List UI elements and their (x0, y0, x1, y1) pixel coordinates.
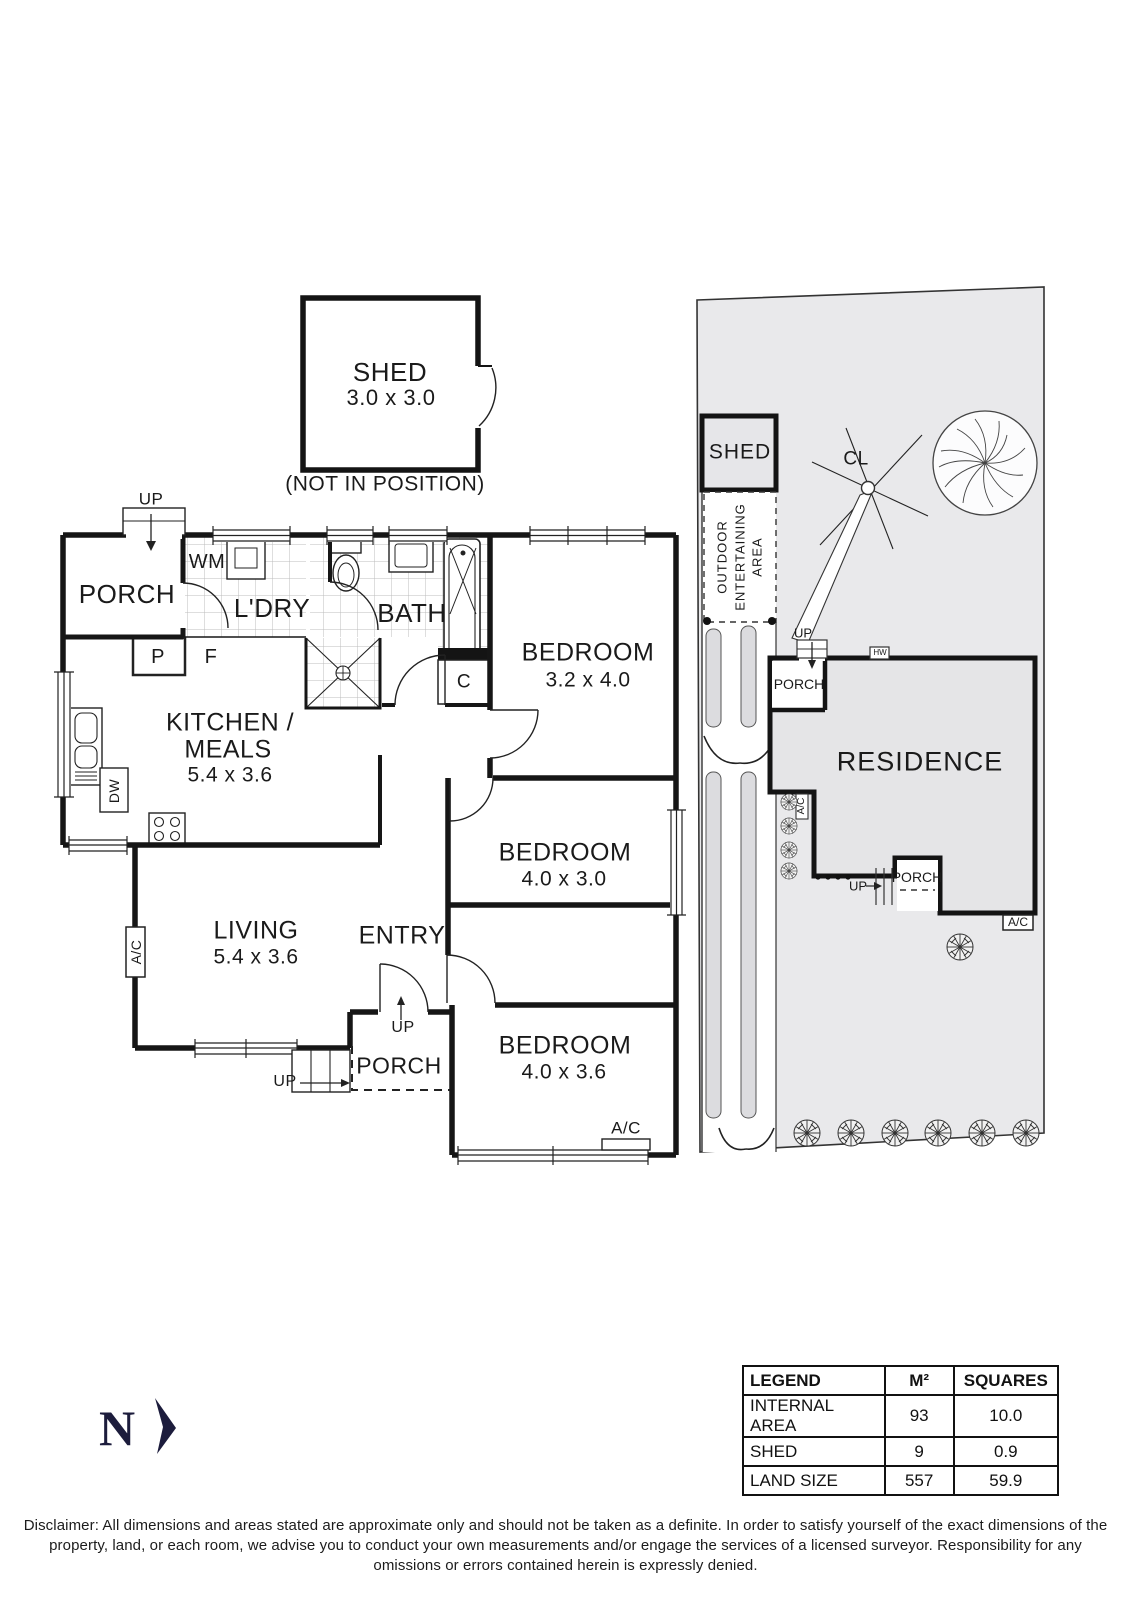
ac-living-label: A/C (128, 939, 144, 965)
room-bedroom3-dims: 4.0 x 3.6 (521, 1060, 607, 1084)
room-bath: BATH (377, 598, 447, 628)
doors (182, 581, 539, 1013)
room-bedroom1-dims: 3.2 x 4.0 (545, 668, 631, 692)
site-shed-label: SHED (708, 440, 772, 464)
tree-icon (946, 933, 974, 961)
room-bedroom1: BEDROOM (521, 638, 655, 667)
row-label: INTERNAL AREA (742, 1394, 886, 1438)
floor-plan (54, 295, 686, 1165)
pantry (131, 636, 187, 677)
room-porch-top: PORCH (78, 579, 176, 609)
ac-rear-label: A/C (1007, 915, 1029, 929)
stove-icon (148, 812, 186, 845)
residence-up-top-label: UP (793, 625, 813, 641)
washing-machine-label: WM (188, 551, 226, 573)
linen-closet (437, 659, 491, 705)
ac-bedroom3-label: A/C (611, 1118, 641, 1138)
legend-header: LEGEND (742, 1365, 886, 1396)
row-m2: 93 (883, 1394, 955, 1438)
clothesline-label: CL (843, 448, 869, 470)
windows (54, 526, 686, 1165)
outdoor-area-line2: ENTERTAINING (732, 503, 748, 611)
row-label: LAND SIZE (742, 1465, 886, 1496)
up-label-steps: UP (273, 1073, 297, 1090)
ac-unit-bedroom3 (601, 1138, 651, 1151)
row-m2: 9 (883, 1436, 955, 1467)
hot-water-unit (869, 646, 890, 660)
kitchen-sink-icon (69, 707, 103, 786)
outdoor-area-line1: OUTDOOR (714, 520, 730, 594)
shed-dims: 3.0 x 3.0 (346, 385, 436, 410)
m2-header: M² (883, 1365, 955, 1396)
ac-unit-living (125, 926, 146, 978)
room-kitchen-line2: MEALS (184, 735, 272, 764)
up-label-top: UP (138, 489, 164, 509)
residence-porch-top (772, 661, 825, 710)
row-label: SHED (742, 1436, 886, 1467)
shed-note: (NOT IN POSITION) (285, 472, 485, 496)
outdoor-area-label: OUTDOOR ENTERTAINING AREA (714, 503, 767, 611)
residence-up-bottom-label: UP (848, 878, 868, 894)
room-bedroom2-dims: 4.0 x 3.0 (521, 867, 607, 891)
residence-outline (767, 655, 1038, 916)
residence-label: RESIDENCE (836, 746, 1004, 777)
porch-bottom-outline (291, 996, 450, 1093)
room-bedroom3: BEDROOM (498, 1031, 632, 1060)
room-bedroom2: BEDROOM (498, 838, 632, 867)
dishwasher-label: DW (106, 778, 122, 804)
legend-table: LEGEND M² SQUARES INTERNAL AREA 93 10.0 … (742, 1365, 1060, 1496)
outdoor-area-line3: AREA (749, 537, 765, 577)
pantry-label: P (151, 646, 165, 668)
residence-porch-top-label: PORCH (773, 676, 825, 692)
room-kitchen-line1: KITCHEN / (165, 708, 295, 737)
toilet-icon (330, 538, 362, 592)
site-shed (699, 413, 779, 493)
legend-row-shed: SHED 9 0.9 (742, 1436, 1060, 1467)
room-entry: ENTRY (358, 921, 446, 950)
outdoor-entertaining-area (703, 491, 777, 623)
fridge-label: F (204, 646, 218, 668)
legend-header-row: LEGEND M² SQUARES (742, 1365, 1060, 1396)
row-squares: 10.0 (952, 1394, 1060, 1438)
tree-icon (932, 410, 1038, 516)
squares-header: SQUARES (952, 1365, 1060, 1396)
bathtub-icon (443, 538, 481, 673)
driveway-tracks (705, 625, 757, 1119)
washing-machine-icon (226, 540, 266, 580)
shower-icon (305, 637, 381, 709)
row-m2: 557 (883, 1465, 955, 1496)
room-living: LIVING (213, 916, 299, 945)
dishwasher (99, 767, 129, 813)
room-living-dims: 5.4 x 3.6 (213, 945, 299, 969)
ac-side-label: A/C (796, 797, 807, 815)
north-arrow-icon (155, 1398, 176, 1454)
room-ldry: L'DRY (233, 593, 311, 623)
wall-fill (438, 648, 490, 660)
row-squares: 59.9 (952, 1465, 1060, 1496)
north-label: N (98, 1400, 136, 1456)
shed-outline (300, 295, 497, 473)
up-label-porch: UP (391, 1019, 415, 1036)
walls (63, 535, 676, 1008)
vanity-icon (388, 538, 434, 573)
site-plan (696, 286, 1045, 1153)
fence-posts (815, 874, 851, 880)
legend-row-land-size: LAND SIZE 557 59.9 (742, 1465, 1060, 1496)
residence-porch-bottom-label: PORCH (891, 869, 943, 885)
hot-water-label: HW (873, 648, 887, 657)
row-squares: 0.9 (952, 1436, 1060, 1467)
ac-unit-rear (1002, 914, 1034, 931)
room-kitchen-dims: 5.4 x 3.6 (187, 763, 273, 787)
room-porch-bottom: PORCH (356, 1052, 442, 1079)
steps-top-left (122, 507, 186, 551)
disclaimer-text: Disclaimer: All dimensions and areas sta… (23, 1517, 1108, 1575)
shed-label: SHED (352, 357, 428, 387)
closet-label: C (456, 671, 472, 693)
legend-row-internal-area: INTERNAL AREA 93 10.0 (742, 1394, 1060, 1438)
residence-porch-bottom (897, 860, 938, 911)
